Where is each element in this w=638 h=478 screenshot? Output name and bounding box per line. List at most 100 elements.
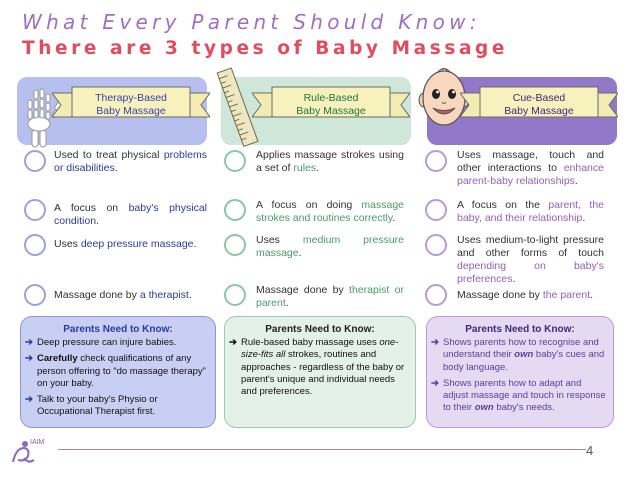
- note-text: Shows parents how to adapt and adjust ma…: [443, 377, 606, 414]
- bullet-text: A focus on the: [457, 199, 549, 211]
- highlighted-text: depending on baby's preferences: [457, 260, 604, 285]
- rule-notes-box: Parents Need to Know: ➔ Rule-based baby m…: [224, 316, 416, 428]
- therapy-bullet-2: A focus on baby's physical condition.: [54, 202, 207, 228]
- cue-bullet-2: A focus on the parent, the baby, and the…: [457, 199, 604, 225]
- cue-bullet-circle: [425, 234, 447, 256]
- note-text: own: [514, 349, 534, 361]
- baby-face-icon: [418, 68, 470, 126]
- bullet-text: Uses massage, touch and other interactio…: [457, 149, 604, 174]
- page-number: 4: [586, 443, 594, 458]
- rule-bullet-1: Applies massage strokes using a set of r…: [256, 149, 404, 175]
- rule-bullet-2: A focus on doing massage strokes and rou…: [256, 199, 404, 225]
- note-item: ➔Talk to your baby's Physio or Occupatio…: [25, 394, 209, 419]
- therapy-bullet-circle: [24, 234, 46, 256]
- highlighted-text: medium pressure massage: [256, 234, 404, 259]
- therapy-bullet-4: Massage done by a therapist.: [54, 289, 207, 302]
- note-text: Talk to your baby's Physio or Occupation…: [37, 394, 158, 418]
- rule-ribbon-line-2: Baby Massage: [296, 105, 366, 117]
- therapy-bullet-1: Used to treat physical problems or disab…: [54, 149, 207, 175]
- highlighted-text: deep pressure massage: [80, 238, 194, 250]
- cue-bullet-circle: [425, 199, 447, 221]
- therapy-bullet-circle: [24, 150, 46, 172]
- arrow-icon: ➔: [25, 353, 33, 365]
- note-text: check qualifications of any person offer…: [37, 353, 206, 389]
- footer-divider: [58, 449, 586, 450]
- note-text: Rule-based baby massage uses: [241, 337, 380, 348]
- arrow-icon: ➔: [25, 337, 33, 348]
- ruler-icon: [216, 67, 259, 148]
- bullet-text: .: [188, 289, 192, 301]
- cue-notes-list: ➔ Shows parents how to recognise and unde…: [431, 337, 607, 419]
- rule-bullet-4: Massage done by therapist or parent.: [256, 284, 404, 310]
- bullet-text: .: [96, 215, 99, 227]
- rule-ribbon-line-1: Rule-Based: [303, 92, 359, 104]
- bullet-text: .: [316, 162, 320, 174]
- note-item: ➔ Shows parents how to recognise and unde…: [431, 337, 607, 374]
- rule-bullet-circle: [224, 234, 246, 256]
- cue-bullet-4: Massage done by the parent.: [457, 289, 604, 302]
- bullet-text: Applies massage strokes using a set of: [256, 149, 404, 174]
- bullet-text: .: [590, 289, 594, 301]
- note-item: ➔Carefully check qualifications of any p…: [25, 353, 209, 390]
- cue-bullet-3: Uses medium-to-light pressure and other …: [457, 234, 604, 286]
- note-text: Shows parents how to recognise and under…: [443, 337, 599, 361]
- therapy-ribbon: Therapy-Based Baby Massage: [52, 83, 210, 123]
- therapy-notes-box: Parents Need to Know: ➔Deep pressure can…: [20, 316, 216, 428]
- bullet-text: Uses: [256, 234, 303, 246]
- note-item: ➔Deep pressure can injure babies.: [25, 337, 209, 349]
- therapy-ribbon-line-2: Baby Massage: [96, 105, 166, 117]
- therapy-bullet-circle: [24, 284, 46, 306]
- rule-bullet-circle: [224, 150, 246, 172]
- therapy-notes-title: Parents Need to Know:: [63, 324, 173, 335]
- highlighted-text: the parent: [542, 289, 591, 301]
- highlighted-text: massage strokes and routines correctly: [256, 199, 404, 224]
- therapy-bullet-circle: [24, 199, 46, 221]
- rule-ribbon: Rule-Based Baby Massage: [252, 83, 410, 123]
- hand-skeleton-icon: [27, 88, 62, 148]
- highlighted-text: enhance parent-baby relationships: [457, 162, 604, 187]
- bullet-text: A focus on: [54, 202, 129, 214]
- bullet-text: Massage done by: [256, 284, 350, 296]
- bullet-text: A focus on doing: [256, 199, 362, 211]
- note-text: one-size-fits all: [241, 337, 399, 361]
- arrow-icon: ➔: [431, 377, 439, 389]
- therapy-bullet-3: Uses deep pressure massage.: [54, 238, 207, 251]
- bullet-text: Used to treat physical: [54, 149, 164, 161]
- logo-text: IAIM: [30, 439, 45, 446]
- therapy-ribbon-line-1: Therapy-Based: [95, 92, 167, 104]
- rule-bullet-circle: [224, 284, 246, 306]
- bullet-text: .: [574, 175, 578, 187]
- bullet-text: .: [285, 297, 289, 309]
- cue-ribbon-line-1: Cue-Based: [512, 92, 566, 104]
- rule-notes-title: Parents Need to Know:: [265, 324, 375, 335]
- highlighted-text: a therapist: [139, 289, 189, 301]
- bullet-text: .: [298, 247, 302, 259]
- bullet-text: .: [582, 212, 586, 224]
- rule-bullet-3: Uses medium pressure massage.: [256, 234, 404, 260]
- cue-ribbon: Cue-Based Baby Massage: [460, 83, 618, 123]
- note-text: strokes, routines and approaches - regar…: [241, 349, 405, 398]
- cue-notes-box: Parents Need to Know: ➔Shows parents how…: [426, 316, 614, 428]
- note-item: ➔ Rule-based baby massage uses one-size-f…: [229, 337, 409, 398]
- arrow-icon: ➔: [431, 337, 439, 348]
- rule-notes-list: ➔ Rule-based baby massage uses one-size-f…: [229, 337, 409, 402]
- note-text: baby's needs.: [493, 402, 555, 414]
- note-text: own: [474, 402, 494, 414]
- bullet-text: .: [392, 212, 396, 224]
- highlighted-text: rules: [293, 162, 317, 174]
- iaim-logo-icon: [12, 441, 35, 463]
- title-line-1: What Every Parent Should Know:: [22, 10, 481, 34]
- cue-bullet-circle: [425, 150, 447, 172]
- bullet-text: .: [512, 273, 516, 285]
- note-text: baby's cues and body language.: [443, 349, 605, 373]
- arrow-icon: ➔: [229, 337, 237, 348]
- title-line-2: There are 3 types of Baby Massage: [22, 38, 509, 59]
- bullet-text: .: [114, 162, 118, 174]
- bullet-text: Massage done by: [457, 289, 543, 301]
- rule-bullet-circle: [224, 199, 246, 221]
- note-item: ➔ Shows parents how to adapt and adjust m…: [431, 378, 607, 415]
- highlighted-text: parent, the baby, and their relationship: [457, 199, 604, 224]
- highlighted-text: problems or disabilities: [54, 149, 207, 174]
- cue-bullet-1: Uses massage, touch and other interactio…: [457, 149, 604, 188]
- bullet-text: Uses: [54, 238, 81, 250]
